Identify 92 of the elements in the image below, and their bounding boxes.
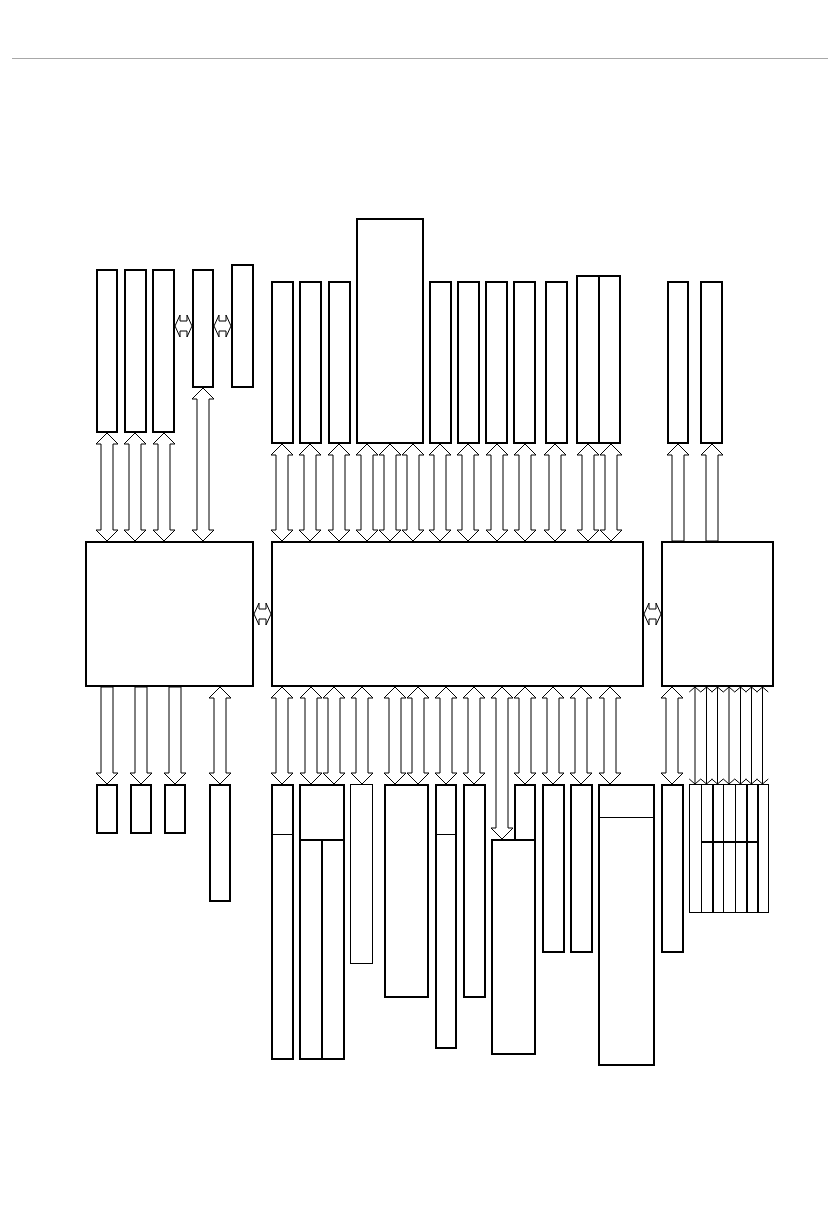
block-rectangle — [271, 784, 294, 1060]
double-block-arrow — [174, 314, 193, 338]
double-block-arrow — [543, 443, 567, 542]
double-block-arrow — [490, 686, 514, 840]
block-rectangle — [661, 541, 774, 687]
block-rectangle — [96, 269, 118, 433]
double-block-arrow — [322, 686, 346, 785]
block-rectangle — [576, 275, 600, 444]
block-rectangle — [356, 218, 424, 444]
block-rectangle — [384, 784, 429, 998]
block-arrow — [666, 443, 690, 542]
block-rectangle — [463, 784, 486, 998]
double-arrow — [688, 686, 702, 785]
block-rectangle — [271, 281, 294, 444]
double-arrow — [700, 686, 713, 785]
double-block-arrow — [191, 387, 215, 542]
block-rectangle — [513, 281, 536, 444]
double-block-arrow — [350, 686, 374, 785]
double-block-arrow — [401, 443, 425, 542]
block-rectangle — [457, 281, 480, 444]
double-block-arrow — [152, 432, 176, 542]
double-block-arrow — [660, 686, 684, 785]
double-block-arrow — [383, 686, 407, 785]
double-block-arrow — [434, 686, 458, 785]
double-block-arrow — [270, 443, 294, 542]
double-block-arrow — [541, 686, 565, 785]
double-block-arrow — [213, 314, 232, 338]
double-block-arrow — [599, 443, 623, 542]
double-block-arrow — [513, 686, 537, 785]
double-arrow — [711, 686, 724, 785]
double-block-arrow — [355, 443, 379, 542]
block-rectangle — [661, 784, 684, 953]
block-rectangle — [321, 839, 345, 1060]
block-arrow — [129, 686, 153, 785]
double-arrow — [756, 686, 769, 785]
block-rectangle — [96, 784, 118, 834]
block-rectangle — [299, 281, 322, 444]
block-rectangle — [667, 281, 689, 444]
block-rectangle — [350, 784, 373, 964]
block-rectangle — [130, 784, 152, 834]
block-rectangle — [164, 784, 186, 834]
double-block-arrow — [576, 443, 600, 542]
block-rectangle — [700, 281, 723, 444]
double-block-arrow — [598, 686, 622, 785]
block-rectangle — [570, 784, 593, 953]
double-block-arrow — [428, 443, 452, 542]
block-rectangle — [435, 784, 457, 1049]
double-arrow — [745, 686, 758, 785]
double-arrow — [722, 686, 736, 785]
block-rectangle — [514, 784, 536, 841]
double-block-arrow — [208, 686, 232, 785]
block-rectangle — [491, 839, 536, 1055]
block-rectangle — [209, 784, 231, 902]
block-rectangle — [712, 784, 724, 913]
double-block-arrow — [406, 686, 430, 785]
double-block-arrow — [123, 432, 147, 542]
block-rectangle — [152, 269, 175, 433]
block-rectangle — [299, 839, 323, 1060]
block-arrow — [163, 686, 187, 785]
double-block-arrow — [462, 686, 486, 785]
double-block-arrow — [253, 602, 272, 626]
block-rectangle — [600, 275, 621, 444]
block-rectangle — [542, 784, 565, 953]
double-block-arrow — [485, 443, 509, 542]
block-rectangle — [231, 264, 254, 388]
block-rectangle — [192, 269, 214, 388]
block-rectangle — [124, 269, 147, 433]
block-rectangle — [757, 784, 769, 913]
block-rectangle — [85, 541, 254, 687]
block-rectangle — [746, 784, 758, 913]
double-block-arrow — [513, 443, 537, 542]
double-block-arrow — [378, 443, 402, 542]
double-block-arrow — [456, 443, 480, 542]
block-rectangle — [701, 784, 713, 913]
double-block-arrow — [643, 602, 662, 626]
double-block-arrow — [95, 432, 119, 542]
double-block-arrow — [327, 443, 351, 542]
block-rectangle — [485, 281, 508, 444]
block-rectangle — [429, 281, 452, 444]
block-arrow — [700, 443, 724, 542]
double-arrow — [734, 686, 747, 785]
double-block-arrow — [298, 443, 322, 542]
double-block-arrow — [270, 686, 294, 785]
block-arrow — [95, 686, 119, 785]
block-rectangle — [328, 281, 351, 444]
block-rectangle — [735, 784, 747, 913]
block-rectangle — [299, 784, 345, 841]
block-rectangle — [271, 541, 644, 687]
block-rectangle — [545, 281, 568, 444]
double-block-arrow — [569, 686, 593, 785]
block-rectangle — [598, 784, 655, 1066]
double-block-arrow — [299, 686, 323, 785]
